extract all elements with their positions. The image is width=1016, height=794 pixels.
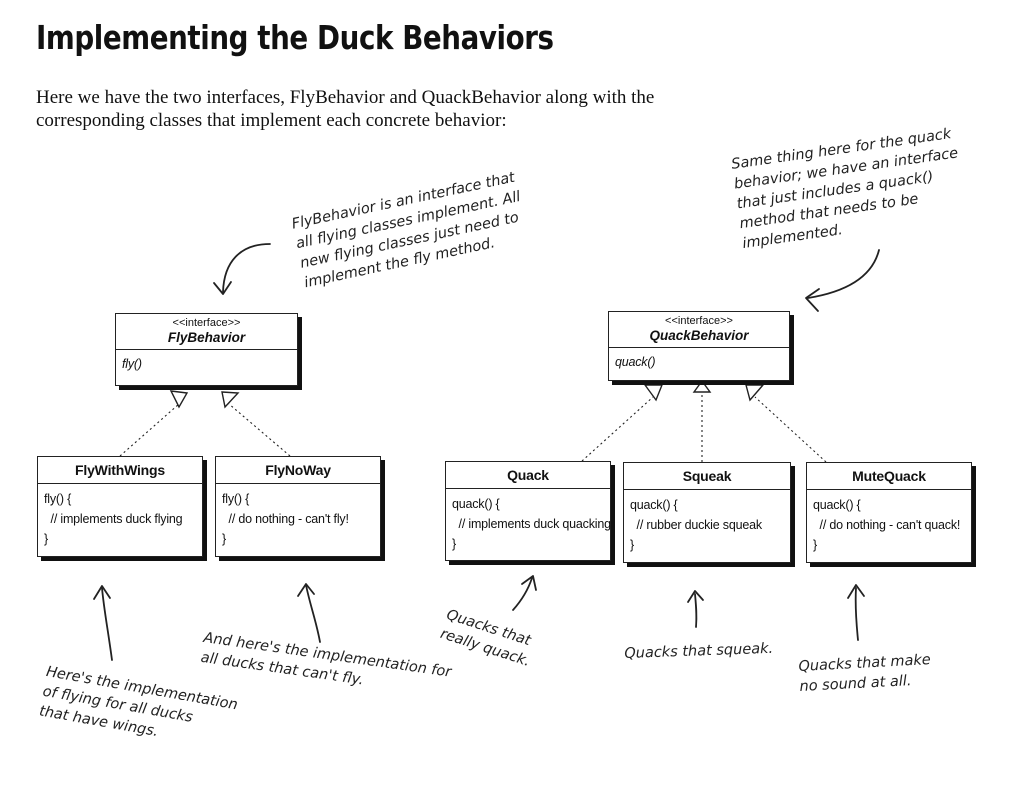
squeak-class: Squeak quack() { // rubber duckie squeak… <box>623 462 791 563</box>
class-name: Squeak <box>682 468 732 484</box>
code-line: // rubber duckie squeak <box>630 518 763 532</box>
method-quack: quack() <box>615 355 656 369</box>
fly-no-way-triangle-icon <box>221 391 240 409</box>
code-line: quack() { <box>452 497 500 511</box>
interface-name: QuackBehavior <box>649 328 749 343</box>
interface-methods: fly() <box>116 350 297 376</box>
quack-behavior-interface: <<interface>> QuackBehavior quack() <box>608 311 790 381</box>
quack-realization-line <box>581 396 654 462</box>
mute-quack-class: MuteQuack quack() { // do nothing - can'… <box>806 462 972 563</box>
class-body: quack() { // implements duck quacking } <box>446 489 612 559</box>
code-line: } <box>222 532 226 546</box>
code-line: fly() { <box>44 492 72 506</box>
code-line: fly() { <box>222 492 250 506</box>
class-body: fly() { // do nothing - can't fly! } <box>216 484 380 554</box>
squeak-triangle-icon <box>692 379 712 393</box>
fly-with-wings-triangle-icon <box>169 390 189 409</box>
mute-quack-realization-line <box>754 396 827 463</box>
fly-interface-note-arrow-icon <box>222 243 271 293</box>
interface-stereotype: <<interface>> <box>172 317 241 329</box>
quack-triangle-icon <box>643 384 664 402</box>
fly-with-wings-realization-line <box>119 403 180 457</box>
code-line: } <box>630 538 634 552</box>
code-line: } <box>44 532 48 546</box>
method-fly: fly() <box>122 357 142 371</box>
class-name: FlyNoWay <box>265 462 331 478</box>
interface-header: <<interface>> QuackBehavior <box>609 312 789 348</box>
code-line: } <box>813 538 817 552</box>
class-body: quack() { // rubber duckie squeak } <box>624 490 790 560</box>
fly-no-way-class: FlyNoWay fly() { // do nothing - can't f… <box>215 456 381 557</box>
class-name: Quack <box>507 467 549 483</box>
interface-name: FlyBehavior <box>167 330 246 345</box>
code-line: } <box>452 537 456 551</box>
code-line: // do nothing - can't quack! <box>813 518 961 532</box>
intro-text: Here we have the two interfaces, FlyBeha… <box>36 87 655 131</box>
interface-methods: quack() <box>609 348 789 374</box>
code-line: quack() { <box>630 498 678 512</box>
code-line: // implements duck flying <box>44 512 183 526</box>
interface-stereotype: <<interface>> <box>665 315 733 327</box>
interface-header: <<interface>> FlyBehavior <box>116 314 297 350</box>
mute-quack-note-arrow-icon <box>854 587 859 641</box>
quack-note-arrow-icon <box>512 577 533 611</box>
fly-with-wings-class: FlyWithWings fly() { // implements duck … <box>37 456 203 557</box>
code-line: quack() { <box>813 498 861 512</box>
fly-no-way-realization-line <box>228 403 291 457</box>
quack-interface-note-arrow-icon <box>807 249 880 299</box>
fly-no-way-note-arrow-icon <box>305 584 321 643</box>
mute-quack-note: Quacks that make no sound at all. <box>798 650 932 697</box>
code-line: // implements duck quacking <box>452 517 612 531</box>
class-name: MuteQuack <box>852 468 926 484</box>
mute-quack-triangle-icon <box>745 384 765 402</box>
class-body: quack() { // do nothing - can't quack! } <box>807 490 971 560</box>
quack-class: Quack quack() { // implements duck quack… <box>445 461 611 561</box>
fly-behavior-interface: <<interface>> FlyBehavior fly() <box>115 313 298 386</box>
code-line: // do nothing - can't fly! <box>222 512 349 526</box>
class-body: fly() { // implements duck flying } <box>38 484 202 554</box>
fly-with-wings-note-arrow-icon <box>101 587 113 661</box>
squeak-note-arrow-icon <box>694 593 698 628</box>
class-name: FlyWithWings <box>75 462 165 478</box>
page-title: Implementing the Duck Behaviors <box>36 18 554 57</box>
